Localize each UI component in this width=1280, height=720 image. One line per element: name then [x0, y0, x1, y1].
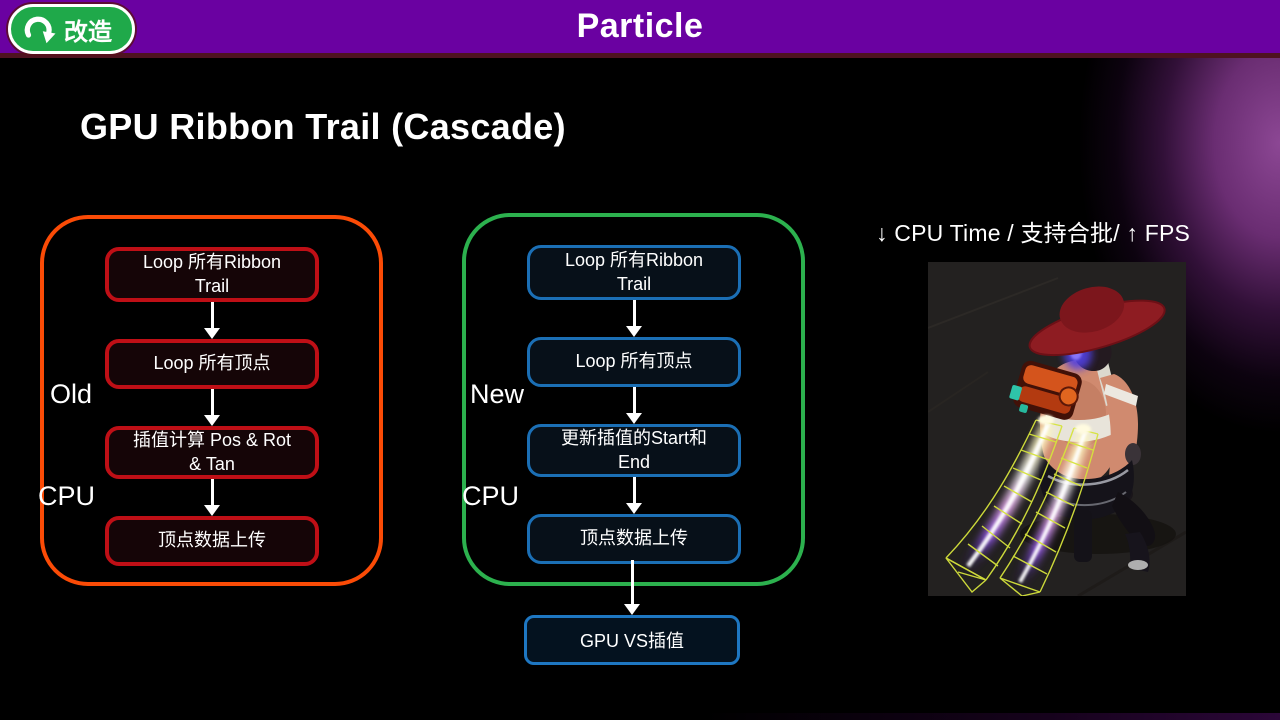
flow-node-label: 更新插值的Start和 End — [560, 428, 707, 472]
flow-node-label: Loop 所有Ribbon Trail — [564, 250, 704, 294]
new-flow-label: New — [470, 379, 525, 409]
down-arrow-icon — [204, 389, 220, 426]
page-title: GPU Ribbon Trail (Cascade) — [80, 106, 566, 147]
flow-node-label: 顶点数据上传 — [158, 530, 266, 551]
flow-node: 顶点数据上传 — [527, 514, 741, 564]
flow-node: 更新插值的Start和 End — [527, 424, 741, 477]
flow-node-label: Loop 所有顶点 — [153, 353, 271, 374]
down-arrow-icon — [626, 477, 642, 514]
down-arrow-icon — [204, 479, 220, 516]
modification-badge: 改造 — [8, 4, 135, 54]
flow-node-label: 顶点数据上传 — [580, 528, 688, 549]
flow-node: Loop 所有Ribbon Trail — [105, 247, 319, 302]
header-bar: Particle — [0, 0, 1280, 53]
ribbon-trail-screenshot — [927, 262, 1187, 598]
flow-node-label: Loop 所有Ribbon Trail — [142, 252, 282, 296]
flow-node-label: Loop 所有顶点 — [575, 351, 693, 372]
down-arrow-icon — [626, 300, 642, 337]
down-arrow-icon — [624, 560, 640, 615]
header-divider — [0, 53, 1280, 58]
flow-node: Loop 所有Ribbon Trail — [527, 245, 741, 300]
old-flow-cpu-label: CPU — [38, 481, 96, 511]
badge-label: 改造 — [64, 18, 112, 46]
gpu-vs-node: GPU VS插值 — [524, 615, 740, 665]
flow-node: 顶点数据上传 — [105, 516, 319, 566]
old-flow-label: Old — [50, 379, 93, 409]
flow-node-label: GPU VS插值 — [579, 631, 685, 651]
down-arrow-icon — [204, 302, 220, 339]
new-flow-cpu-label: CPU — [462, 481, 520, 511]
flow-node: 插值计算 Pos & Rot & Tan — [105, 426, 319, 479]
old-flow-container: Old CPU Loop 所有Ribbon Trail Loop 所有顶点 插值… — [38, 215, 383, 586]
header-title: Particle — [576, 7, 704, 45]
bottom-edge-strip — [0, 713, 1280, 720]
flow-node: Loop 所有顶点 — [105, 339, 319, 389]
benefit-annotation: ↓ CPU Time / 支持合批/ ↑ FPS — [876, 220, 1191, 246]
flow-node-label: 插值计算 Pos & Rot & Tan — [132, 430, 292, 474]
curved-undo-arrow-icon — [24, 16, 56, 44]
down-arrow-icon — [626, 387, 642, 424]
character-wireframe-image — [927, 262, 1187, 598]
flow-node: Loop 所有顶点 — [527, 337, 741, 387]
new-flow-container: New CPU Loop 所有Ribbon Trail Loop 所有顶点 更新… — [462, 213, 805, 586]
